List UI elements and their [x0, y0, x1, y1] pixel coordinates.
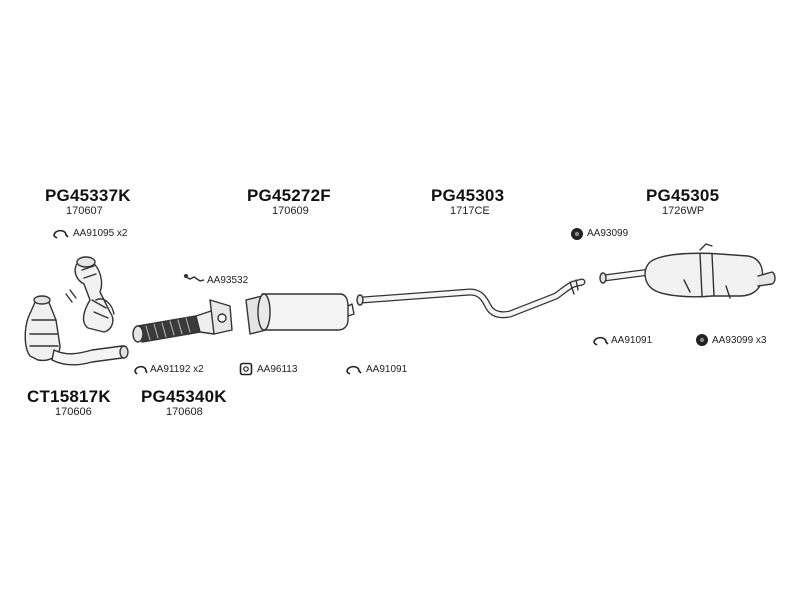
clamp-icon — [346, 365, 362, 375]
bolt-icon — [183, 274, 205, 282]
part-code: 170608 — [166, 406, 203, 418]
hardware-label: AA96113 — [257, 364, 298, 375]
rear-silencer-drawing — [599, 243, 776, 299]
front-pipe-catalyst-drawing — [24, 256, 129, 366]
nut-icon — [571, 228, 583, 240]
hardware-label: AA91095 x2 — [73, 228, 128, 239]
part-number: CT15817K — [27, 387, 111, 406]
part-code: 170609 — [272, 205, 309, 217]
part-number: PG45272F — [247, 186, 331, 205]
part-code: 1726WP — [662, 205, 705, 217]
clamp-icon — [134, 365, 148, 375]
clamp-icon — [53, 229, 69, 239]
hardware-label: AA93099 x3 — [712, 335, 767, 346]
part-code: 170607 — [66, 205, 103, 217]
part-number: PG45340K — [141, 387, 227, 406]
clamp-icon — [593, 336, 609, 346]
intermediate-silencer-drawing — [245, 293, 355, 335]
center-pipe-drawing — [356, 278, 586, 319]
part-number: PG45337K — [45, 186, 131, 205]
part-number: PG45305 — [646, 186, 720, 205]
hardware-label: AA91091 — [611, 335, 653, 346]
part-code: 1717CE — [450, 205, 490, 217]
hardware-label: AA93099 — [587, 228, 629, 239]
part-number: PG45303 — [431, 186, 505, 205]
nut-icon — [696, 334, 708, 346]
hardware-label: AA91192 x2 — [150, 364, 204, 375]
flex-pipe-drawing — [132, 299, 233, 343]
hardware-label: AA93532 — [207, 275, 249, 286]
part-code: 170606 — [55, 406, 92, 418]
hardware-label: AA91091 — [366, 364, 408, 375]
gasket-icon — [239, 362, 253, 376]
